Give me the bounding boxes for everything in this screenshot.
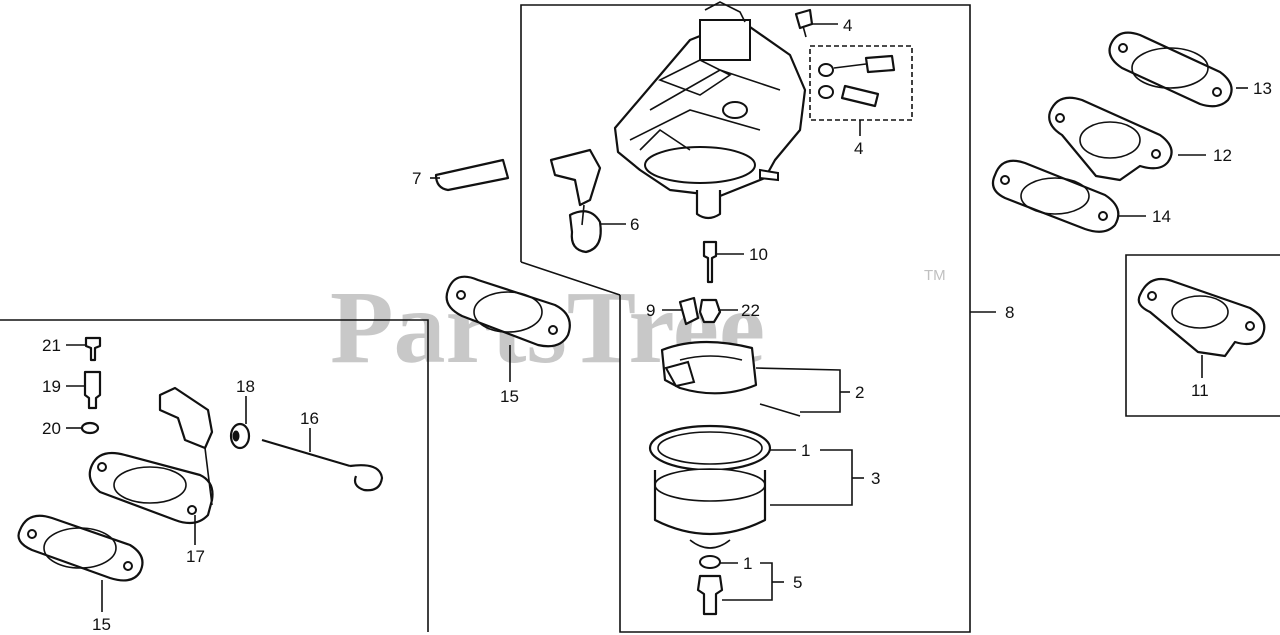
callout-15: 15 <box>92 615 111 634</box>
callout-3: 3 <box>871 469 880 488</box>
callout-19: 19 <box>42 377 61 396</box>
part-5-drain-bolt <box>696 555 724 616</box>
callout-6: 6 <box>630 215 639 234</box>
part-11-insulator <box>1137 277 1266 358</box>
callout-15: 15 <box>500 387 519 406</box>
part-13-gasket <box>1108 31 1233 108</box>
callout-5: 5 <box>793 573 802 592</box>
part-7-lever <box>434 158 510 192</box>
callout-13: 13 <box>1253 79 1272 98</box>
part-14-gasket <box>991 159 1120 233</box>
right-group-frame <box>1125 254 1280 417</box>
callout-18: 18 <box>236 377 255 396</box>
callout-7: 7 <box>412 169 421 188</box>
callout-20: 20 <box>42 419 61 438</box>
callout-2: 2 <box>855 383 864 402</box>
part-19-fitting <box>83 370 102 410</box>
callout-8: 8 <box>1005 303 1014 322</box>
part-4-screw <box>794 8 814 38</box>
part-3-float-chamber <box>648 424 772 549</box>
part-21-screw <box>84 336 102 362</box>
part-6-lever-assembly <box>549 148 602 254</box>
part-15-gasket-left <box>17 514 144 582</box>
callout-1: 1 <box>801 441 810 460</box>
callout-16: 16 <box>300 409 319 428</box>
callout-11: 11 <box>1191 381 1209 400</box>
left-group-frame <box>0 319 429 632</box>
part-2-float <box>660 340 801 417</box>
callout-21: 21 <box>42 336 61 355</box>
part-17-bracket <box>88 386 214 525</box>
leader-lines <box>66 23 1248 612</box>
part-20-washer <box>80 421 100 435</box>
part-9-jet <box>678 296 700 326</box>
carburetor-assembly-frame <box>520 4 971 633</box>
part-18-grommet <box>229 422 251 450</box>
callout-22: 22 <box>741 301 760 320</box>
screw-set-box <box>809 45 913 121</box>
callout-4: 4 <box>854 139 863 158</box>
callout-10: 10 <box>749 245 768 264</box>
part-22-nut <box>698 298 722 324</box>
callout-9: 9 <box>646 301 655 320</box>
part-12-insulator <box>1048 96 1173 182</box>
part-10-needle-jet <box>702 240 718 284</box>
carburetor-body <box>613 1 807 220</box>
callout-17: 17 <box>186 547 205 566</box>
part-4-screw-set <box>818 54 896 108</box>
callout-4: 4 <box>843 16 852 35</box>
watermark-trademark: TM <box>924 267 946 284</box>
callout-12: 12 <box>1213 146 1232 165</box>
part-15-gasket-center <box>445 275 571 348</box>
callout-14: 14 <box>1152 207 1171 226</box>
part-16-rod <box>261 438 384 492</box>
callout-1: 1 <box>743 554 752 573</box>
